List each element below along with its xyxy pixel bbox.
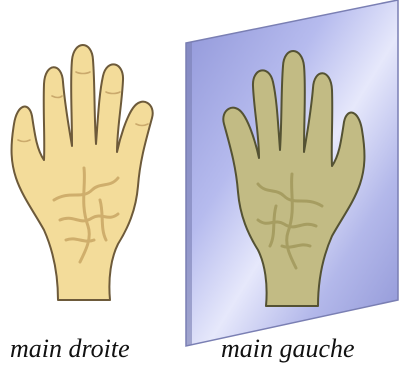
right-hand-illustration xyxy=(12,45,153,300)
caption-right-hand: main droite xyxy=(10,336,130,362)
caption-left-hand: main gauche xyxy=(221,336,355,362)
